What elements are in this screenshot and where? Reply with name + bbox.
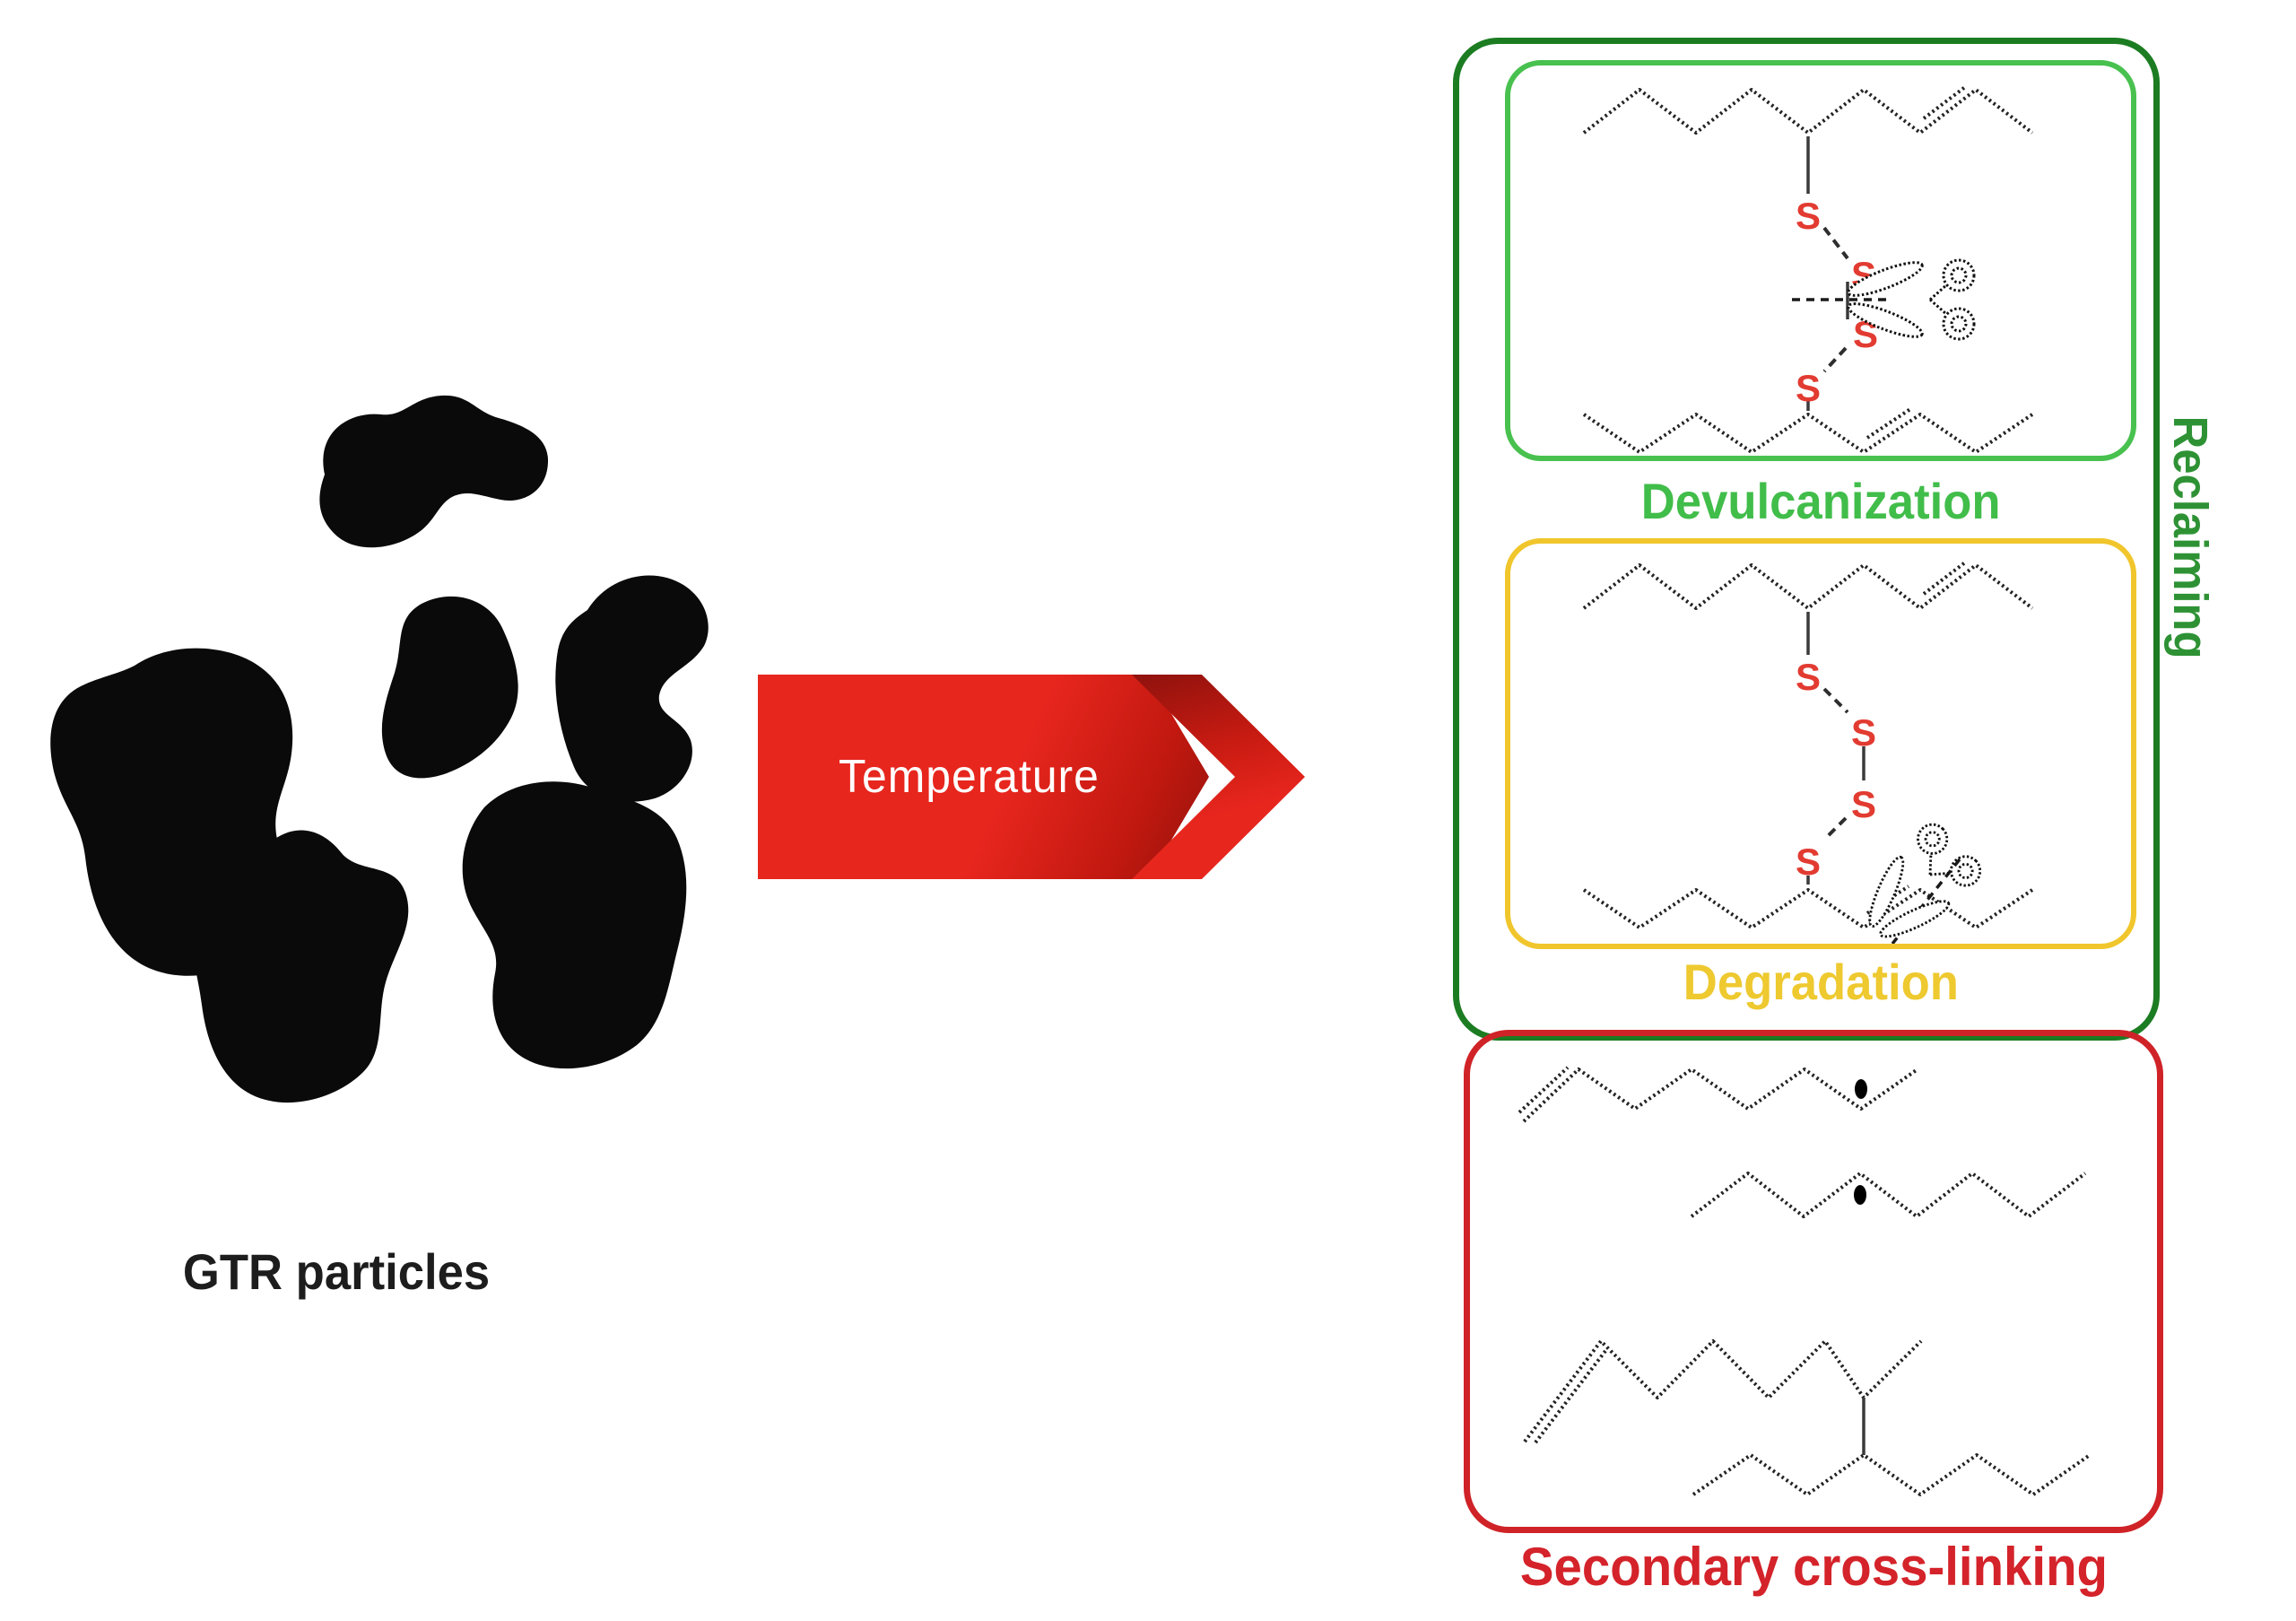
reclaiming-group-box xyxy=(1453,38,2160,1041)
s-s-bond xyxy=(1822,816,1848,841)
devulcanization-label: Devulcanization xyxy=(1640,473,2001,529)
gtr-particle-blob xyxy=(555,575,709,802)
radical-chain-1 xyxy=(1522,1068,1919,1123)
crosslinked-chain-top xyxy=(1523,1339,1923,1443)
radical-dot xyxy=(1855,1079,1867,1099)
radical-dot xyxy=(1854,1185,1866,1205)
devulcanization-box xyxy=(1505,60,2136,461)
double-bond-line xyxy=(1922,561,1967,596)
radical-chain-2 xyxy=(1690,1172,2087,1218)
sulfur-atom: S xyxy=(1796,841,1821,883)
temperature-arrow-label: Temperature xyxy=(758,675,1179,879)
double-bond-line xyxy=(1922,85,1967,120)
sulfur-atom: S xyxy=(1796,367,1821,409)
degradation-label: Degradation xyxy=(1683,954,1959,1010)
s-s-bond xyxy=(1822,346,1848,373)
sulfur-atom: S xyxy=(1796,195,1821,237)
sulfur-atom: S xyxy=(1851,783,1876,825)
crosslinked-chain-bottom xyxy=(1692,1453,2092,1496)
degradation-structure: S S S S xyxy=(1582,561,2034,963)
secondary-crosslinking-structures xyxy=(1518,1066,2092,1496)
gtr-particle-blob xyxy=(462,781,687,1069)
double-bond-line xyxy=(1866,407,1912,440)
temperature-text: Temperature xyxy=(838,751,1100,803)
degradation-box xyxy=(1505,538,2136,949)
gtr-particles-label: GTR particles xyxy=(182,1243,491,1300)
secondary-crosslinking-label: Secondary cross-linking xyxy=(1519,1537,2108,1597)
polymer-chain-bottom xyxy=(1582,413,2034,454)
gtr-particle-blob xyxy=(189,830,409,1103)
temperature-arrow xyxy=(758,675,1209,879)
polymer-chain-bottom xyxy=(1582,888,2034,929)
s-s-bond xyxy=(1822,226,1849,260)
gtr-particle-blob xyxy=(319,395,549,548)
sulfur-atom: S xyxy=(1851,711,1876,754)
reclaiming-label: Reclaiming xyxy=(2163,415,2217,659)
s-s-bond xyxy=(1822,687,1849,714)
gtr-particle-blob xyxy=(381,596,518,779)
secondary-crosslinking-box xyxy=(1464,1030,2163,1533)
gtr-particle-cluster xyxy=(50,395,709,1103)
double-bond-line xyxy=(1518,1066,1570,1114)
sulfur-atom: S xyxy=(1796,656,1821,698)
devulcanization-structure: S S S S xyxy=(1582,85,2034,454)
